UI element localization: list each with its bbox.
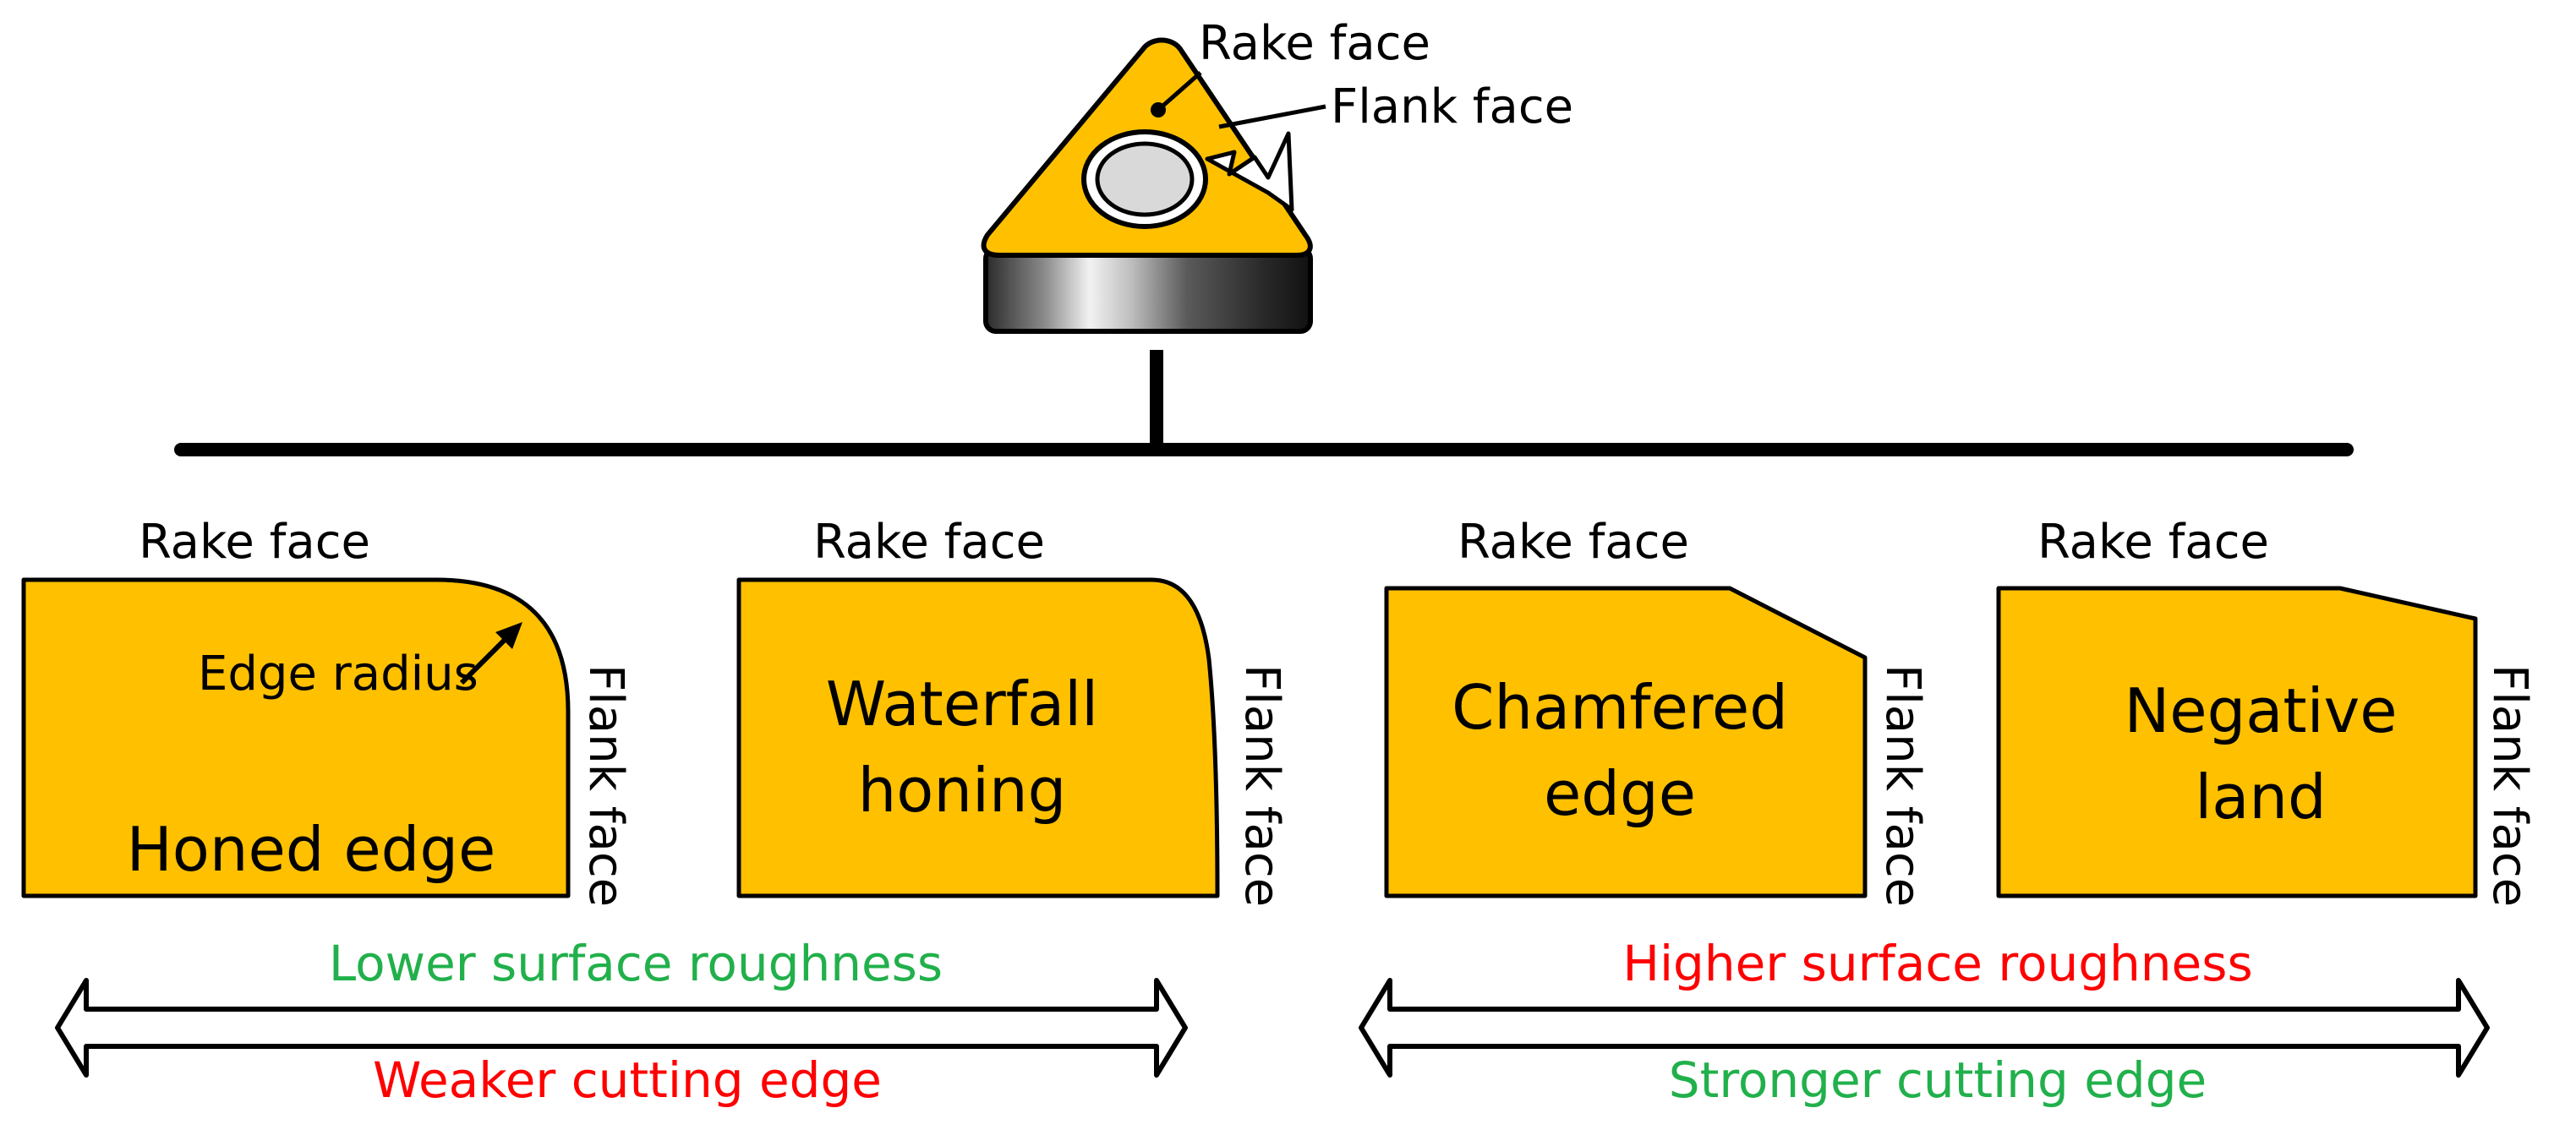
right-double-arrow <box>1359 978 2490 1078</box>
insert-illustration: Rake face Flank face <box>981 16 1573 334</box>
edge-flank-label: Flank face <box>2482 664 2537 907</box>
edge-flank-label: Flank face <box>1234 664 1289 907</box>
edge-rake-label: Rake face <box>2037 515 2269 570</box>
edge-name-line1: Waterfall <box>826 669 1098 740</box>
edge-rake-label: Rake face <box>1458 515 1689 570</box>
edge-name-line2: honing <box>858 755 1067 826</box>
lower-surface-roughness-label: Lower surface roughness <box>329 935 943 992</box>
insert-flank-face <box>1205 131 1294 212</box>
flank-face-leader-line <box>1218 104 1326 129</box>
edge-waterfall: Rake face Waterfall honing Flank face <box>736 515 1289 907</box>
comparison-left: Lower surface roughness Weaker cutting e… <box>55 935 1188 1109</box>
edge-radius-arrow-line <box>459 635 510 685</box>
edge-name-line2: land <box>2195 762 2326 832</box>
edge-honed: Rake face Edge radius Honed edge Flank f… <box>21 515 633 907</box>
edge-name-line2: edge <box>1544 758 1696 829</box>
chamfered-edge-shape <box>1384 586 1868 898</box>
waterfall-edge-shape <box>736 577 1220 898</box>
edge-radius-arrow-head <box>495 622 522 649</box>
edge-name: Honed edge <box>127 814 496 885</box>
honed-edge-shape <box>21 577 571 898</box>
edge-rake-label: Rake face <box>813 515 1045 570</box>
comparison-right: Higher surface roughness Stronger cuttin… <box>1359 935 2490 1109</box>
edge-negative-land: Rake face Negative land Flank face <box>1996 515 2537 907</box>
negative-land-edge-shape <box>1996 586 2478 898</box>
insert-flank-face-label: Flank face <box>1331 79 1573 134</box>
left-double-arrow <box>55 978 1188 1078</box>
weaker-cutting-edge-label: Weaker cutting edge <box>373 1051 882 1109</box>
edge-chamfered: Rake face Chamfered edge Flank face <box>1384 515 1930 907</box>
edge-name-line1: Chamfered <box>1452 672 1788 743</box>
insert-center-hole-inner <box>1095 141 1195 217</box>
edge-rake-label: Rake face <box>139 515 370 570</box>
edge-flank-label: Flank face <box>1875 664 1930 907</box>
stronger-cutting-edge-label: Stronger cutting edge <box>1669 1051 2207 1109</box>
edge-name-line1: Negative <box>2124 675 2397 746</box>
rake-face-leader-line <box>1157 71 1202 112</box>
higher-surface-roughness-label: Higher surface roughness <box>1622 935 2252 992</box>
insert-rake-face-label: Rake face <box>1199 16 1430 71</box>
edge-radius-label: Edge radius <box>198 647 479 701</box>
insert-side-body <box>983 246 1313 334</box>
edge-flank-label: Flank face <box>578 664 633 907</box>
